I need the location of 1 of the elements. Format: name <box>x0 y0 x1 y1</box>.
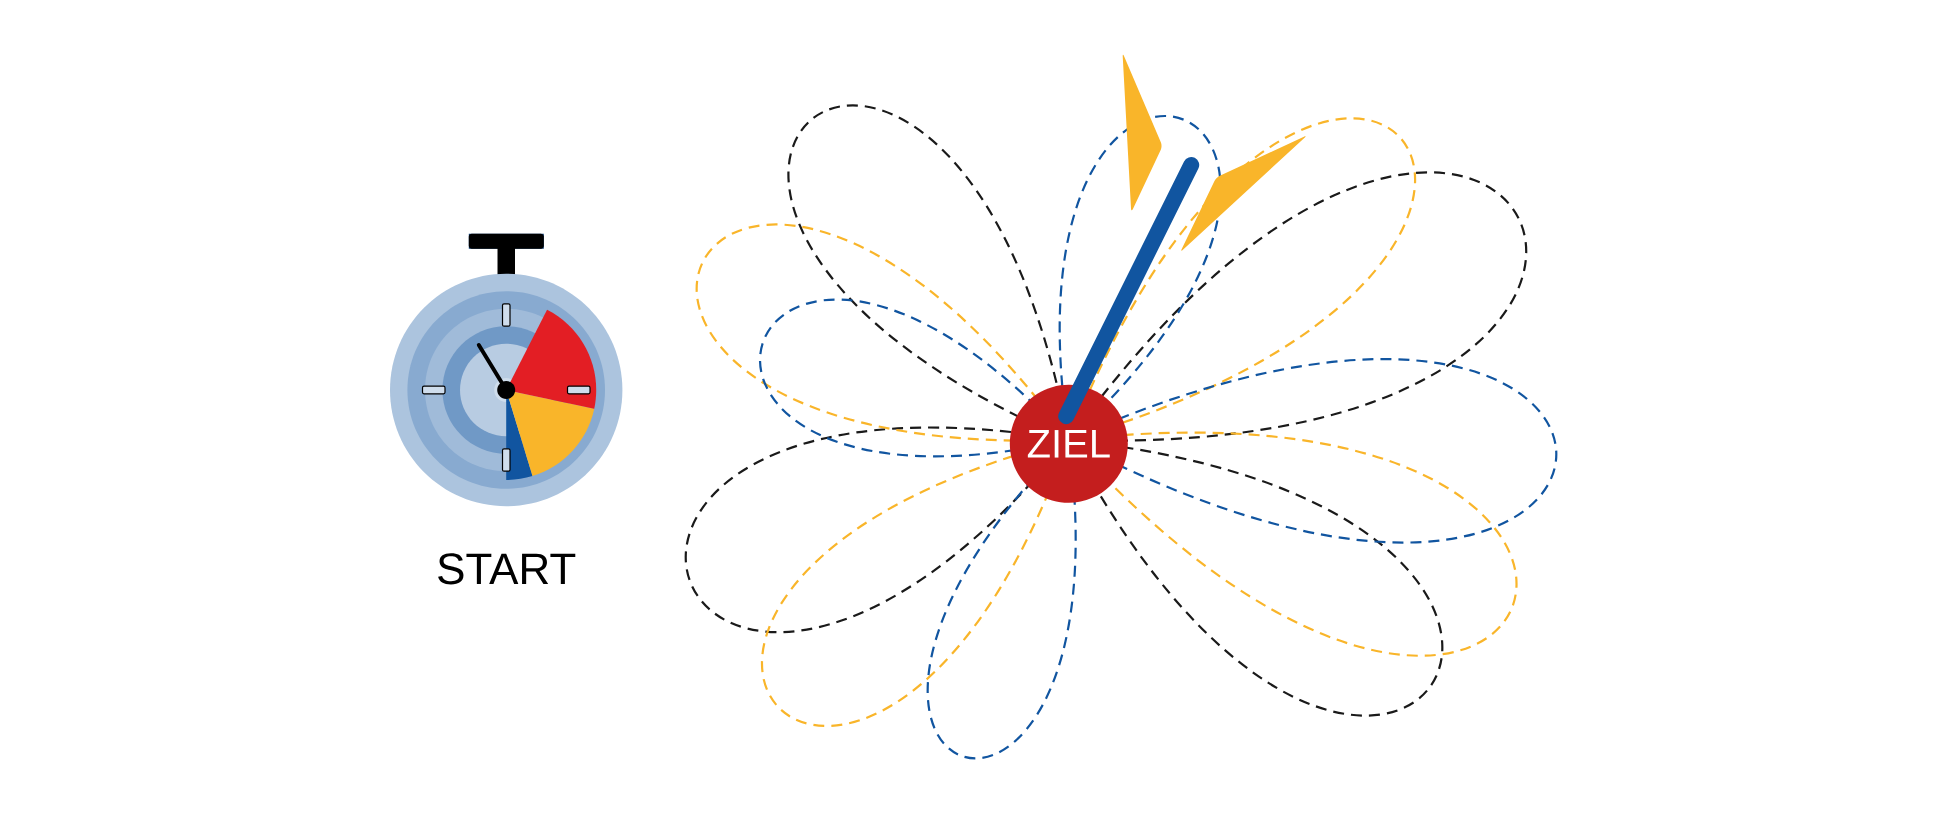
start-label: START <box>438 553 576 585</box>
